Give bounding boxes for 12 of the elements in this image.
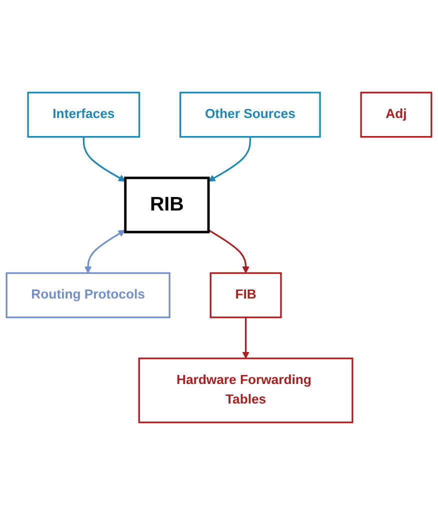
node-box: RIB (124, 176, 210, 234)
node-box: Adj (360, 92, 432, 138)
arrow (84, 230, 126, 274)
node-box: Interfaces (27, 92, 140, 138)
node-box: Routing Protocols (6, 272, 170, 318)
node-box: Hardware Forwarding Tables (138, 358, 354, 424)
node-box: FIB (210, 272, 282, 318)
arrow (208, 229, 250, 274)
arrow (82, 136, 126, 182)
arrow (208, 136, 251, 182)
arrow (242, 317, 250, 359)
node-box: Other Sources (180, 92, 321, 138)
